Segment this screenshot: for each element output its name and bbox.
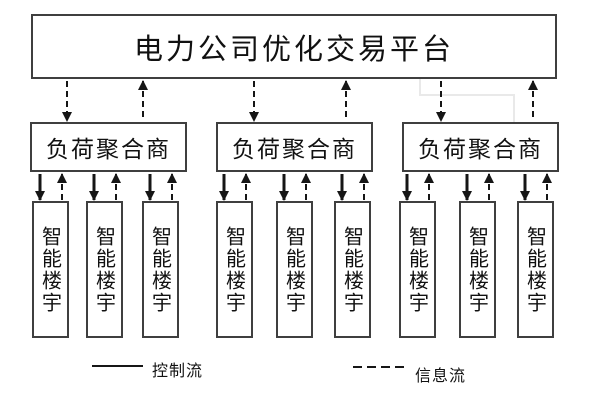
building-box-5: 智能楼宇: [276, 201, 313, 338]
legend-info-flow-label: 信息流: [415, 366, 467, 385]
info-flow-up-arrow: [301, 173, 311, 200]
building-label: 智能楼宇: [38, 225, 63, 314]
building-box-6: 智能楼宇: [334, 201, 371, 338]
info-flow-up-arrow: [341, 80, 351, 121]
control-flow-down-arrow: [520, 174, 530, 201]
info-flow-up-arrow: [57, 173, 67, 200]
render-artifact-line: [419, 79, 421, 96]
aggregator-box-1: 负荷聚合商: [30, 122, 187, 172]
aggregator-box-3: 负荷聚合商: [402, 122, 559, 172]
building-box-8: 智能楼宇: [459, 201, 496, 338]
aggregator-box-2: 负荷聚合商: [216, 122, 373, 172]
control-flow-down-arrow: [219, 174, 229, 201]
building-box-9: 智能楼宇: [517, 201, 554, 338]
info-flow-up-arrow: [167, 173, 177, 200]
building-label: 智能楼宇: [340, 225, 365, 314]
info-flow-down-arrow: [436, 81, 446, 122]
aggregator-label: 负荷聚合商: [46, 137, 171, 163]
render-artifact-line: [513, 94, 515, 122]
info-flow-up-arrow: [111, 173, 121, 200]
info-flow-up-arrow: [241, 173, 251, 200]
info-flow-down-arrow: [62, 81, 72, 122]
building-label: 智能楼宇: [222, 225, 247, 314]
info-flow-up-arrow: [484, 173, 494, 200]
legend-control-flow-line: [92, 365, 143, 367]
control-flow-down-arrow: [402, 174, 412, 201]
building-label: 智能楼宇: [523, 225, 548, 314]
building-label: 智能楼宇: [148, 225, 173, 314]
control-flow-down-arrow: [89, 174, 99, 201]
legend-control-flow-label: 控制流: [152, 361, 204, 380]
info-flow-up-arrow: [424, 173, 434, 200]
info-flow-up-arrow: [359, 173, 369, 200]
building-label: 智能楼宇: [92, 225, 117, 314]
building-label: 智能楼宇: [405, 225, 430, 314]
building-box-4: 智能楼宇: [216, 201, 253, 338]
building-box-3: 智能楼宇: [142, 201, 179, 338]
render-artifact-line: [419, 94, 515, 96]
building-box-1: 智能楼宇: [32, 201, 69, 338]
control-flow-down-arrow: [35, 174, 45, 201]
control-flow-down-arrow: [462, 174, 472, 201]
building-box-2: 智能楼宇: [86, 201, 123, 338]
platform-label: 电力公司优化交易平台: [133, 31, 454, 66]
building-label: 智能楼宇: [465, 225, 490, 314]
building-label: 智能楼宇: [282, 225, 307, 314]
info-flow-down-arrow: [249, 81, 259, 122]
control-flow-down-arrow: [279, 174, 289, 201]
control-flow-down-arrow: [337, 174, 347, 201]
aggregator-label: 负荷聚合商: [232, 137, 357, 163]
platform-box: 电力公司优化交易平台: [31, 14, 557, 79]
legend-info-flow-line: [353, 366, 404, 368]
control-flow-down-arrow: [145, 174, 155, 201]
building-box-7: 智能楼宇: [399, 201, 436, 338]
info-flow-up-arrow: [542, 173, 552, 200]
info-flow-up-arrow: [138, 80, 148, 121]
aggregator-label: 负荷聚合商: [418, 137, 543, 163]
info-flow-up-arrow: [528, 80, 538, 121]
